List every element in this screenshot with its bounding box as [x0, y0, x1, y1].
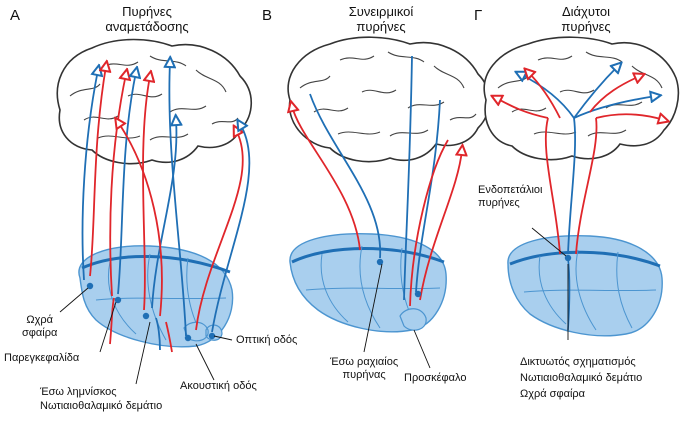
label-intralaminar-line2: πυρήνες — [478, 197, 520, 209]
panel-a-title-line1: Πυρήνες — [122, 4, 172, 19]
panel-c-title-line1: Διάχυτοι — [561, 4, 611, 19]
panel-a — [56, 38, 252, 385]
label-spinothalamic-c: Νωτιαιοθαλαμικό δεμάτιο — [520, 372, 643, 384]
panel-a-title: Πυρήνες αναμετάδοσης — [92, 4, 202, 34]
label-dorsomedial-nucleus: Έσω ραχιαίος πυρήνας — [330, 356, 398, 382]
panel-b-title-line1: Συνειρμικοί — [348, 4, 414, 19]
panel-a-title-line2: αναμετάδοσης — [105, 19, 189, 34]
label-globus-line2: σφαίρα — [22, 327, 58, 339]
label-pulvinar: Προσκέφαλο — [404, 372, 467, 384]
panel-c-title-line2: πυρήνες — [561, 19, 611, 34]
label-globus-pallidus-a: Ωχρά σφαίρα — [22, 314, 57, 340]
label-cerebellum: Παρεγκεφαλίδα — [4, 352, 80, 364]
panel-b — [287, 36, 490, 369]
panel-a-letter: Α — [10, 7, 21, 24]
label-dorsomedial-line2: πυρήνας — [342, 369, 386, 381]
panel-c — [483, 36, 680, 340]
brain-outline-b — [287, 36, 490, 163]
panel-c-title: Διάχυτοι πυρήνες — [536, 4, 636, 34]
brain-outline-c — [483, 36, 680, 161]
panel-b-title: Συνειρμικοί πυρήνες — [326, 4, 436, 34]
label-globus-pallidus-c: Ωχρά σφαίρα — [520, 388, 586, 400]
label-dorsomedial-line1: Έσω ραχιαίος — [330, 356, 399, 368]
panel-b-title-line2: πυρήνες — [356, 19, 406, 34]
thalamus-c — [507, 235, 663, 337]
label-intralaminar-nuclei: Ενδοπετάλιοι πυρήνες — [478, 184, 542, 210]
label-reticular-formation: Δικτυωτός σχηματισμός — [520, 356, 636, 368]
panel-c-letter: Γ — [474, 7, 483, 24]
label-globus-line1: Ωχρά — [26, 314, 53, 326]
label-spinothalamic-a: Νωτιαιοθαλαμικό δεμάτιο — [40, 400, 163, 412]
panel-b-letter: Β — [262, 7, 273, 24]
label-auditory-pathway: Ακουστική οδός — [180, 380, 257, 392]
label-optic-tract: Οπτική οδός — [236, 334, 298, 346]
thalamus-a — [78, 245, 234, 348]
label-medial-lemniscus: Έσω λημνίσκος — [40, 386, 117, 398]
thalamus-b — [289, 233, 447, 333]
label-intralaminar-line1: Ενδοπετάλιοι — [478, 184, 543, 196]
